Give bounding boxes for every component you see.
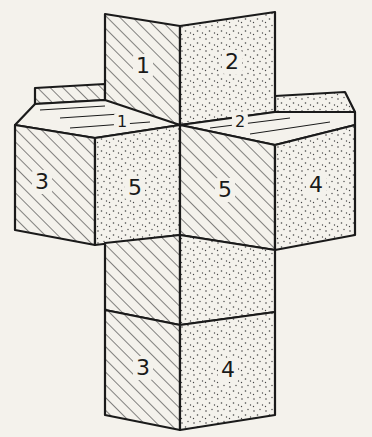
face-number: 2 <box>222 50 242 74</box>
face-number: 2 <box>232 113 248 131</box>
cube-face <box>275 125 355 250</box>
cube-face <box>180 125 275 250</box>
back-top-strip <box>275 92 355 112</box>
face-number: 5 <box>215 178 235 202</box>
cube-face <box>15 125 95 245</box>
face-number: 1 <box>133 54 153 78</box>
cube-face <box>180 312 275 430</box>
cube-face <box>105 310 180 430</box>
face-number: 3 <box>32 170 52 194</box>
face-number: 4 <box>218 358 238 382</box>
cube-face <box>95 125 180 245</box>
cube-face <box>180 12 275 125</box>
face-number: 5 <box>125 176 145 200</box>
cube-face <box>180 235 275 325</box>
face-number: 3 <box>133 356 153 380</box>
face-number: 1 <box>114 113 130 131</box>
face-number: 4 <box>306 173 326 197</box>
